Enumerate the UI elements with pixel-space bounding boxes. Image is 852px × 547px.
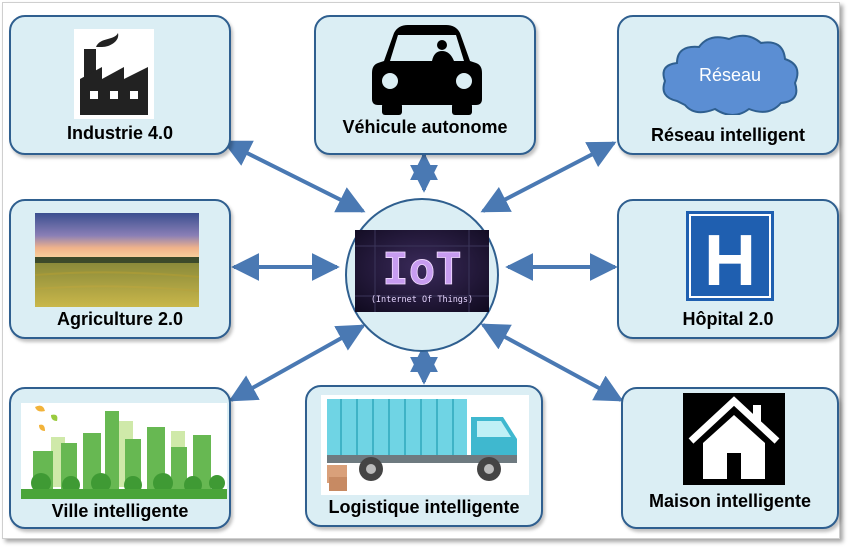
iot-hub: IoT (Internet Of Things) xyxy=(345,198,499,352)
node-label: Ville intelligente xyxy=(51,501,189,521)
factory-icon xyxy=(74,29,154,119)
node-label: Réseau intelligent xyxy=(650,125,806,145)
node-label: Industrie 4.0 xyxy=(66,123,174,143)
node-vehicule: Véhicule autonome xyxy=(314,15,536,155)
hospital-sign-icon: H xyxy=(686,211,774,301)
iot-logo: IoT (Internet Of Things) xyxy=(355,230,489,312)
arrow-industrie xyxy=(222,140,366,213)
arrow-ville xyxy=(228,324,366,402)
iot-diagram: Industrie 4.0 Véhicule autonome Réseau R… xyxy=(2,2,840,539)
green-city-image xyxy=(21,403,227,499)
node-label: Véhicule autonome xyxy=(342,117,508,137)
node-industrie: Industrie 4.0 xyxy=(9,15,231,155)
cloud-text: Réseau xyxy=(699,65,761,85)
node-maison: Maison intelligente xyxy=(621,387,839,529)
node-ville: Ville intelligente xyxy=(9,387,231,529)
node-label: Logistique intelligente xyxy=(328,497,520,517)
node-label: Agriculture 2.0 xyxy=(56,309,184,329)
hub-subtitle: (Internet Of Things) xyxy=(371,295,473,305)
truck-icon xyxy=(321,395,529,495)
car-driver-icon xyxy=(372,25,482,115)
node-agriculture: Agriculture 2.0 xyxy=(9,199,231,339)
connector-arrows xyxy=(222,140,624,402)
node-reseau: Réseau Réseau intelligent xyxy=(617,15,839,155)
wheat-field-image xyxy=(35,213,199,307)
node-logistique: Logistique intelligente xyxy=(305,385,543,527)
hub-title: IoT xyxy=(382,244,461,295)
house-icon xyxy=(683,393,785,485)
node-label: Hôpital 2.0 xyxy=(682,309,774,329)
cloud-icon: Réseau xyxy=(662,34,799,115)
node-hopital: H Hôpital 2.0 xyxy=(617,199,839,339)
node-label: Maison intelligente xyxy=(648,491,812,511)
arrow-maison xyxy=(480,323,624,402)
arrow-reseau xyxy=(480,141,617,213)
sign-letter: H xyxy=(704,221,756,301)
